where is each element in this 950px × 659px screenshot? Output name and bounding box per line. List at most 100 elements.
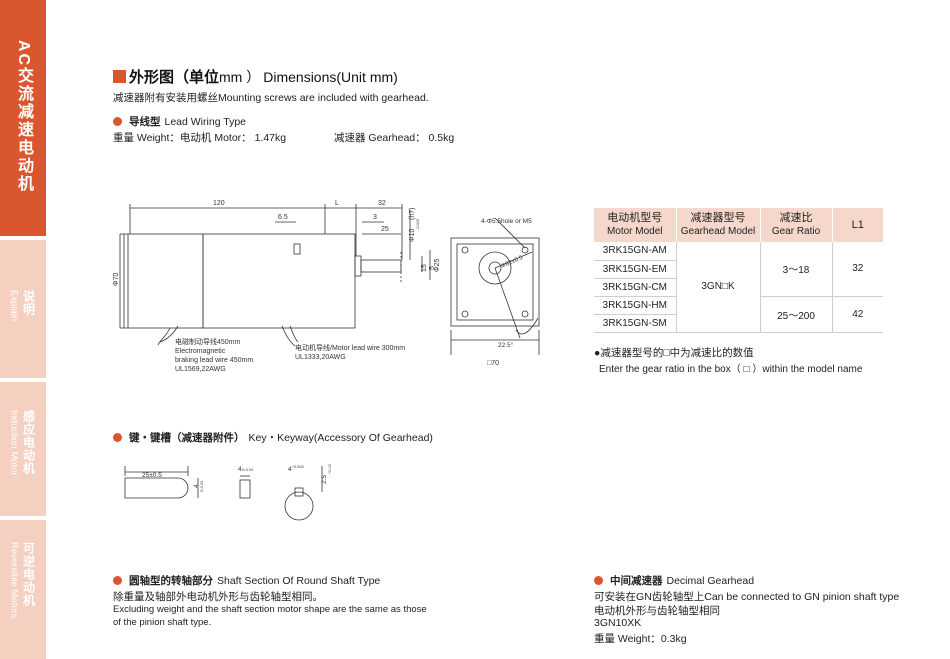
dim-6-5: 6.5	[278, 214, 288, 221]
dim-L: L	[335, 200, 339, 207]
motor-model-cell: 3RK15GN-AM	[594, 242, 676, 261]
dim-15: 15	[421, 264, 428, 272]
round-shaft-line3: of the pinion shaft type.	[113, 617, 212, 628]
gearhead-weight: 减速器 Gearhead： 0.5kg	[334, 132, 455, 144]
motor-wire-ul: UL1333,20AWG	[295, 354, 346, 361]
nav-tab-ac-gear-motor[interactable]: AC交流减速电动机	[0, 0, 46, 236]
gear-ratio-cell: 25～200	[759, 296, 832, 333]
decimal-model: 3GN10XK	[594, 617, 642, 629]
col-l1: L1	[831, 208, 883, 242]
title-unit: mm ）	[219, 68, 261, 85]
page-title: 外形图（单位 mm ） Dimensions(Unit mm)	[113, 66, 398, 87]
nav-tab-label: 可逆电动机	[21, 542, 36, 607]
motor-weight: 重量 Weight：电动机 Motor： 1.47kg	[113, 132, 287, 144]
gear-ratio-note-en: Enter the gear ratio in the box（ □ ）with…	[599, 364, 863, 375]
l1-cell: 32	[831, 242, 883, 297]
gear-ratio-note: ●减速器型号的□中为减速比的数值	[594, 347, 754, 359]
motor-wire-label: 电动机导线/Motor lead wire 300mm	[295, 343, 405, 352]
key-height-tol: 0/-0.03	[200, 481, 204, 492]
l1-cell: 42	[831, 296, 883, 333]
nav-tab-sublabel: Induction Motor	[8, 410, 20, 476]
round-shaft-en: Shaft Section Of Round Shaft Type	[217, 574, 381, 587]
dim-angle: 22.5°	[498, 341, 514, 349]
keyway-en: Key・Keyway(Accessory Of Gearhead)	[248, 432, 433, 444]
slot-depth-tol: +0.1/0	[328, 464, 332, 474]
nav-tab-explain[interactable]: 说明 Explain	[0, 240, 46, 378]
key-height: 4	[193, 484, 200, 488]
motor-model-cell: 3RK15GN-SM	[594, 314, 676, 333]
brake-wire-ul: UL1569,22AWG	[175, 366, 226, 373]
table-row: 3RK15GN-AM 3GN□K 3～18 32	[594, 242, 883, 333]
keyway-zh: 键・键槽（减速器附件）	[129, 432, 245, 444]
brake-wire-zh: 电磁制动导线450mm	[175, 337, 241, 346]
decimal-gearhead-en: Decimal Gearhead	[666, 574, 755, 587]
dimension-drawing: 120 L 32 6.5 3 25 Φ70 Φ10 -0.015 (h7) 15…	[113, 200, 540, 373]
nav-tab-label: AC交流减速电动机	[15, 40, 32, 194]
dim-25: 25	[381, 226, 389, 233]
gearhead-body	[202, 233, 356, 329]
nav-tab-reversible-motors[interactable]: 可逆电动机 Reversible Motors	[0, 520, 46, 659]
key-end-view	[239, 479, 251, 499]
keyway-heading: 键・键槽（减速器附件） Key・Keyway(Accessory Of Gear…	[113, 430, 433, 445]
lead-wiring-en: Lead Wiring Type	[164, 115, 247, 128]
table-row: 3RK15GN-CM	[594, 278, 883, 297]
keyway-drawing: 25±0.5 4 0/-0.03 4 0/-0.03 4 +0.04/0 2.5…	[124, 464, 332, 521]
dim-holes: 4-Φ5.5hole or M5	[481, 218, 532, 225]
dim-phi10-tol: -0.015	[415, 218, 420, 230]
bullet-icon	[113, 117, 122, 126]
dim-120: 120	[213, 200, 225, 207]
brake-wire-en2: braking lead wire 450mm	[175, 357, 253, 364]
nav-tab-induction-motor[interactable]: 感应电动机 Induction Motor	[0, 382, 46, 516]
dim-phi10: Φ10	[409, 229, 416, 242]
key-length: 25±0.5	[142, 472, 162, 479]
lead-wiring-heading: 导线型 Lead Wiring Type	[113, 114, 246, 129]
nav-tab-label: 感应电动机	[21, 410, 36, 475]
decimal-weight: 重量 Weight：0.3kg	[594, 633, 687, 645]
dim-pcd: Φ82±0.5	[500, 255, 524, 270]
dim-3: 3	[373, 214, 377, 221]
motor-body	[127, 233, 204, 329]
motor-model-cell: 3RK15GN-EM	[594, 260, 676, 279]
slot-width: 4	[288, 466, 292, 473]
round-shaft-line2: Excluding weight and the shaft section m…	[113, 604, 427, 615]
lead-wiring-zh: 导线型	[129, 116, 161, 128]
decimal-line2: 电动机外形与齿轮轴型相同	[594, 605, 720, 617]
end-view-flange	[450, 237, 540, 327]
dim-sq70: □70	[487, 360, 499, 367]
table-row: 3RK15GN-SM	[594, 314, 883, 333]
key-width: 4	[238, 466, 242, 473]
nav-tab-sublabel: Reversible Motors	[8, 542, 20, 619]
nav-tab-label: 说明	[21, 290, 36, 316]
side-nav: AC交流减速电动机 说明 Explain 感应电动机 Induction Mot…	[0, 0, 46, 659]
nav-tab-sublabel: Explain	[8, 290, 20, 322]
bullet-icon	[594, 576, 603, 585]
table-row: 3RK15GN-HM 25～200 42	[594, 296, 883, 333]
bullet-icon	[113, 433, 122, 442]
dim-phi10-fit: (h7)	[409, 208, 416, 220]
gear-ratio-cell: 3～18	[759, 242, 832, 297]
title-marker-icon	[113, 70, 126, 83]
key-side-view	[124, 477, 189, 499]
table-row: 3RK15GN-EM	[594, 260, 883, 279]
motor-model-cell: 3RK15GN-CM	[594, 278, 676, 297]
motor-model-cell: 3RK15GN-HM	[594, 296, 676, 315]
keyway-shaft-view	[284, 491, 314, 521]
bullet-icon	[113, 576, 122, 585]
slot-depth: 2.5	[321, 475, 328, 484]
gearhead-model-cell: 3GN□K	[675, 242, 760, 333]
title-en: Dimensions(Unit mm)	[263, 68, 398, 85]
title-zh: 外形图（单位	[129, 69, 220, 86]
dim-phi70: Φ70	[113, 273, 120, 286]
decimal-line1: 可安装在GN齿轮轴型上Can be connected to GN pinion…	[594, 591, 900, 603]
dim-5: 5	[429, 266, 436, 270]
page-subtitle: 减速器附有安装用螺丝Mounting screws are included w…	[113, 92, 429, 104]
slot-width-tol: +0.04/0	[292, 465, 304, 469]
round-shaft-line1: 除重量及轴部外电动机外形与齿轮轴型相同。	[113, 591, 323, 603]
dim-phi25: Φ25	[434, 259, 441, 272]
dim-32: 32	[378, 200, 386, 207]
